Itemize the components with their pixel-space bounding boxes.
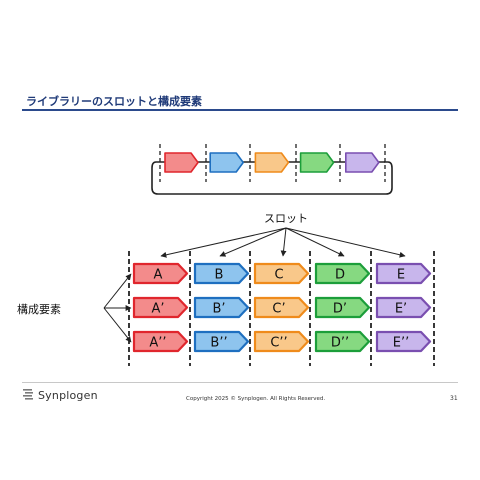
element-part-label: D’ <box>333 302 347 317</box>
element-part-label: D’’ <box>331 336 349 351</box>
company-logo: Synplogen <box>22 388 98 402</box>
slot-pointer-arrow <box>280 227 287 257</box>
element-part-arrow <box>314 262 371 285</box>
element-part-arrow <box>253 262 310 285</box>
element-pointer-arrow <box>103 273 132 309</box>
logo-text: Synplogen <box>38 388 98 402</box>
element-part-arrow <box>253 296 310 319</box>
element-part-label: E’’ <box>393 336 409 351</box>
element-part: D’ <box>314 296 371 319</box>
element-part: E’ <box>375 296 432 319</box>
slot-pointer-arrow <box>285 227 406 258</box>
slot-pointer-arrow <box>219 227 287 257</box>
element-part-arrow <box>253 330 310 353</box>
circular-library <box>151 144 393 195</box>
element-label: 構成要素 <box>17 303 61 316</box>
slot-boundaries <box>128 251 435 366</box>
element-part-arrow <box>375 262 432 285</box>
element-part: A’’ <box>132 330 189 353</box>
element-part: D’’ <box>314 330 371 353</box>
element-part-arrow <box>132 262 189 285</box>
element-arrows <box>103 273 132 343</box>
element-part-label: C <box>274 268 283 283</box>
element-part: B <box>193 262 250 285</box>
element-part-arrow <box>132 296 189 319</box>
element-part-arrow <box>314 330 371 353</box>
element-part-arrow <box>375 296 432 319</box>
element-part-arrow <box>193 262 250 285</box>
element-part: D <box>314 262 371 285</box>
element-part-label: B’ <box>212 302 225 317</box>
element-part-label: A’’ <box>149 336 166 351</box>
plasmid-loop <box>151 161 393 195</box>
logo-mark-icon <box>23 389 33 400</box>
element-part: A’ <box>132 296 189 319</box>
element-part-label: B <box>215 268 224 283</box>
element-part: E <box>375 262 432 285</box>
copyright-text: Copyright 2025 © Synplogen. All Rights R… <box>186 396 326 402</box>
element-grid: A A’ A’’ B B’ B’’ C C’ C’’ D D’ D’’ E E’ E’’ <box>132 262 432 353</box>
element-part-label: D <box>335 268 345 283</box>
element-part-label: A’ <box>151 302 164 317</box>
element-part: B’ <box>193 296 250 319</box>
element-part-label: E’ <box>395 302 407 317</box>
circle-part-arrow <box>345 152 380 173</box>
element-part: B’’ <box>193 330 250 353</box>
element-pointer-arrow <box>103 307 132 343</box>
element-part: A <box>132 262 189 285</box>
circle-part-arrow <box>299 152 335 173</box>
element-part-arrow <box>314 296 371 319</box>
title-divider <box>22 109 458 111</box>
element-part-label: C’’ <box>270 336 287 351</box>
element-part-arrow <box>193 330 250 353</box>
element-part: E’’ <box>375 330 432 353</box>
slot-label: スロット <box>264 212 308 225</box>
slot-pointer-arrow <box>160 227 287 258</box>
element-part-label: C’ <box>272 302 285 317</box>
circle-part-arrow <box>254 152 290 173</box>
element-part: C <box>253 262 310 285</box>
page-number: 31 <box>450 395 458 402</box>
slot-pointer-arrow <box>285 227 345 257</box>
element-part: C’’ <box>253 330 310 353</box>
element-part-arrow <box>132 330 189 353</box>
footer-divider <box>22 382 458 383</box>
slot-arrows <box>160 227 406 258</box>
element-part-label: E <box>397 268 405 283</box>
circle-part-arrow <box>209 152 245 173</box>
circle-part-arrow <box>164 152 199 173</box>
element-part-label: B’’ <box>210 336 227 351</box>
slide-title: ライブラリーのスロットと構成要素 <box>26 95 202 108</box>
element-part-label: A <box>154 268 163 283</box>
element-part-arrow <box>193 296 250 319</box>
element-part: C’ <box>253 296 310 319</box>
element-part-arrow <box>375 330 432 353</box>
